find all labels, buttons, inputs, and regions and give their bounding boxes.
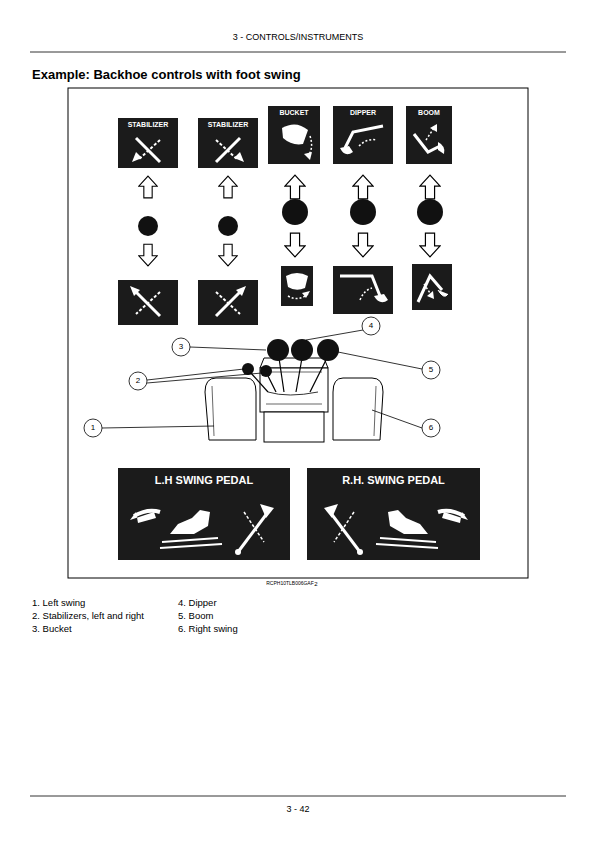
leader-lines bbox=[102, 330, 422, 428]
callout-number: 1 bbox=[91, 423, 95, 432]
control-label-panel: DIPPER bbox=[333, 106, 393, 164]
stabilizer-down-icon bbox=[198, 280, 258, 325]
header-rule bbox=[30, 52, 566, 53]
pedal-label-panel: L.H SWING PEDAL bbox=[118, 468, 290, 560]
callout-circles bbox=[84, 317, 440, 437]
callout-number: 3 bbox=[179, 342, 183, 351]
callout-number: 4 bbox=[369, 321, 373, 330]
figure-title: Example: Backhoe controls with foot swin… bbox=[32, 68, 301, 83]
console-top bbox=[260, 358, 328, 368]
page-number: 3 - 42 bbox=[286, 804, 309, 814]
key-item: 6. Right swing bbox=[178, 624, 238, 635]
panel-icon bbox=[132, 138, 160, 162]
left-swing-pedal bbox=[205, 378, 256, 440]
key-item: 2. Stabilizers, left and right bbox=[32, 611, 144, 622]
panel-icon bbox=[324, 504, 468, 555]
up-arrow bbox=[139, 176, 157, 198]
footer-rule bbox=[30, 796, 566, 797]
callout-number: 2 bbox=[136, 376, 140, 385]
up-arrow bbox=[420, 175, 440, 199]
down-arrow bbox=[420, 233, 440, 257]
control-levers bbox=[250, 358, 327, 395]
dipper-knob bbox=[291, 339, 313, 361]
panel-caption: L.H SWING PEDAL bbox=[118, 474, 290, 486]
control-label-panel: BOOM bbox=[406, 106, 452, 164]
callout-number: 6 bbox=[429, 423, 433, 432]
bucket-dump-icon bbox=[281, 266, 313, 306]
up-arrow bbox=[219, 176, 237, 198]
up-arrow bbox=[285, 175, 305, 199]
callout-number: 5 bbox=[429, 365, 433, 374]
panel-caption: BUCKET bbox=[268, 109, 320, 117]
lever-knob bbox=[417, 199, 443, 225]
lever-knob bbox=[218, 216, 238, 236]
lever-knob bbox=[350, 199, 376, 225]
panel-caption: STABILIZER bbox=[198, 121, 258, 129]
right-swing-pedal bbox=[333, 378, 383, 440]
figure-number: 2 bbox=[314, 581, 317, 588]
key-item: 5. Boom bbox=[178, 611, 213, 622]
dipper-out-icon bbox=[333, 266, 393, 314]
pedal-label-panel: R.H. SWING PEDAL bbox=[307, 468, 480, 560]
figure-frame bbox=[68, 88, 528, 578]
down-arrow bbox=[219, 244, 237, 266]
panel-caption: DIPPER bbox=[333, 109, 393, 117]
boom-knob bbox=[317, 339, 339, 361]
panel-icon bbox=[130, 504, 274, 555]
panel-icon bbox=[414, 124, 444, 154]
panel-caption: STABILIZER bbox=[118, 121, 178, 129]
panel-caption: R.H. SWING PEDAL bbox=[307, 474, 480, 486]
panel-icon bbox=[340, 126, 383, 154]
bucket-knob bbox=[267, 339, 289, 361]
control-label-panel: STABILIZER bbox=[118, 118, 178, 168]
down-arrow bbox=[139, 244, 157, 266]
lever-knob bbox=[138, 216, 158, 236]
panel-icon bbox=[282, 124, 312, 160]
up-arrow bbox=[353, 175, 373, 199]
down-arrow bbox=[285, 233, 305, 257]
control-label-panel: STABILIZER bbox=[198, 118, 258, 168]
boom-down-icon bbox=[412, 264, 452, 310]
figure-code: RCPH10TLB006GAF bbox=[266, 581, 314, 587]
down-arrow bbox=[353, 233, 373, 257]
console-base bbox=[264, 412, 324, 442]
key-item: 4. Dipper bbox=[178, 598, 217, 609]
section-header: 3 - CONTROLS/INSTRUMENTS bbox=[233, 32, 364, 42]
control-label-panel: BUCKET bbox=[268, 106, 320, 164]
panel-caption: BOOM bbox=[406, 109, 452, 117]
panel-icon bbox=[216, 138, 244, 162]
stabilizer-down-icon bbox=[118, 280, 178, 325]
key-item: 1. Left swing bbox=[32, 598, 85, 609]
lever-knob bbox=[282, 199, 308, 225]
key-item: 3. Bucket bbox=[32, 624, 72, 635]
stabilizer-knob bbox=[260, 365, 272, 377]
